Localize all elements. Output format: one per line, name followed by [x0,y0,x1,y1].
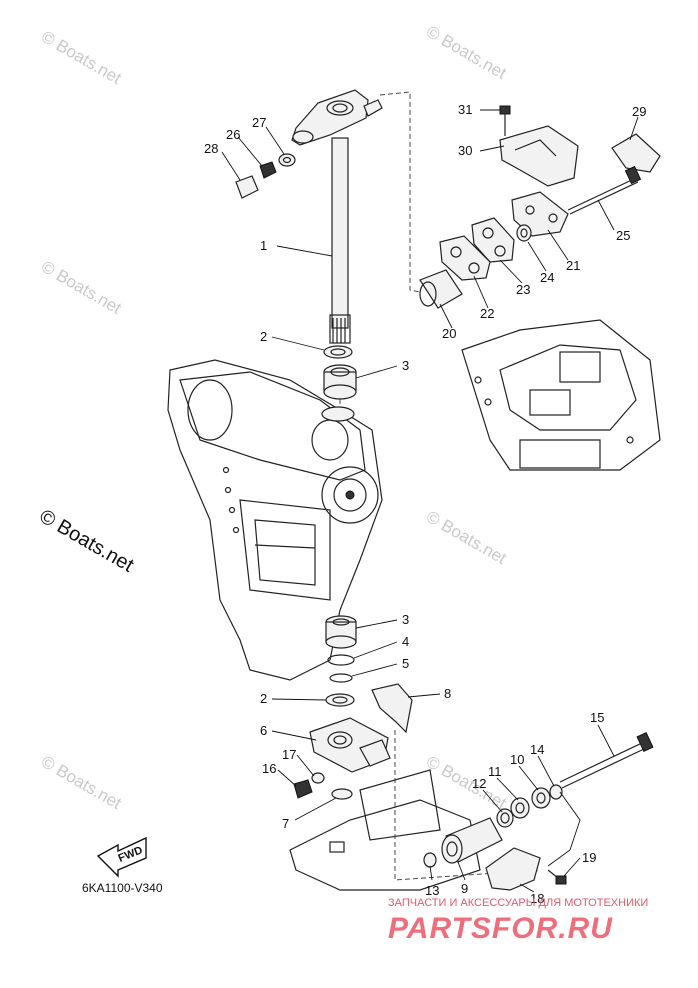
callout-2: 2 [260,691,267,706]
bolt-19 [547,791,581,885]
callout-4: 4 [402,634,409,649]
callout-3: 3 [402,358,409,373]
watermark-large: © Boats.net [36,505,138,577]
lower-steering-arm [309,717,391,773]
washer-13 [423,852,437,868]
callout-10: 10 [510,752,524,767]
callout-1: 1 [260,238,267,253]
callout-16: 16 [262,761,276,776]
washer-2-upper [323,345,353,359]
callout-2: 2 [260,329,267,344]
callout-8: 8 [444,686,451,701]
callout-23: 23 [516,282,530,297]
callout-20: 20 [442,326,456,341]
callout-14: 14 [530,742,544,757]
callout-labels: 1 2 3 3 4 5 2 8 6 17 16 7 15 14 10 11 12… [204,102,646,906]
callout-30: 30 [458,143,472,158]
callout-12: 12 [472,776,486,791]
watermark: © Boats.net [38,27,125,88]
callout-6: 6 [260,723,267,738]
callout-19: 19 [582,850,596,865]
bushing-3-lower [325,615,357,649]
callout-27: 27 [252,115,266,130]
callout-3: 3 [402,612,409,627]
callout-18: 18 [530,891,544,906]
callout-26: 26 [226,127,240,142]
callout-28: 28 [204,141,218,156]
o-ring-4 [327,654,355,666]
callout-7: 7 [282,816,289,831]
bushing-9 [441,817,503,864]
callout-24: 24 [540,270,554,285]
watermark: © Boats.net [423,507,510,568]
leader-lines [221,109,639,893]
callout-9: 9 [461,881,468,896]
callout-5: 5 [402,656,409,671]
o-ring-5 [329,673,353,683]
callout-15: 15 [590,710,604,725]
callout-21: 21 [566,258,580,273]
callout-11: 11 [488,764,502,779]
callout-13: 13 [425,883,439,898]
clamp-18 [485,847,541,891]
washer-2-lower [325,693,355,707]
partsfor-logo: ЗАПЧАСТИ И АКСЕССУАРЫ ДЛЯ МОТОТЕХНИКИ PA… [388,897,648,945]
lower-fasteners [293,772,353,800]
callout-31: 31 [458,102,472,117]
long-bolt-15 [559,731,654,789]
steering-shaft [291,89,383,344]
watermark: © Boats.net [423,22,510,83]
upper-casing [461,319,661,471]
callout-25: 25 [616,228,630,243]
part-8-bracket [371,683,413,734]
callout-22: 22 [480,306,494,321]
watermark: © Boats.net [38,257,125,318]
guide-line [379,91,421,293]
diagram-code: 6KA1100-V340 [82,881,163,895]
nut-washer-set [235,153,296,199]
brand-subtitle: ЗАПЧАСТИ И АКСЕССУАРЫ ДЛЯ МОТОТЕХНИКИ [388,897,648,909]
bushing-3-upper [323,364,357,400]
callout-17: 17 [282,747,296,762]
swivel-bracket [167,359,383,681]
brand-name: PARTSFOR.RU [388,912,613,945]
bottom-plate [289,730,541,891]
callout-29: 29 [632,104,646,119]
watermark: © Boats.net [38,752,125,813]
fwd-arrow-icon: FWD [96,836,147,878]
bracket-assembly [419,105,661,309]
washer-stack [496,784,563,828]
